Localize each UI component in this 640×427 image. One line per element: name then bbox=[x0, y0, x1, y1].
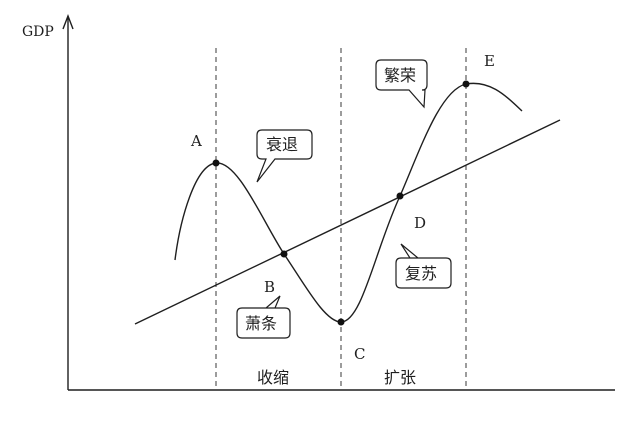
phase-contraction-label: 收缩 bbox=[257, 368, 289, 387]
callout-depression bbox=[236, 295, 291, 339]
phase-expansion-label: 扩张 bbox=[384, 368, 416, 387]
point-a-label: A bbox=[190, 132, 202, 150]
callout-recovery bbox=[395, 243, 452, 289]
point-e-label: E bbox=[484, 52, 495, 70]
point-c-dot bbox=[337, 318, 345, 326]
point-c-label: C bbox=[354, 345, 365, 363]
callout-prosperity-text: 繁荣 bbox=[384, 66, 416, 85]
callout-recession-text: 衰退 bbox=[266, 135, 298, 154]
point-a-dot bbox=[212, 159, 220, 167]
point-d-dot bbox=[396, 192, 404, 200]
y-axis-arrow bbox=[62, 14, 74, 30]
y-axis-label: GDP bbox=[22, 24, 54, 40]
callout-recovery-text: 复苏 bbox=[405, 264, 437, 283]
point-b-label: B bbox=[264, 278, 275, 296]
point-e-dot bbox=[462, 80, 470, 88]
point-d-label: D bbox=[414, 214, 426, 232]
cycle-curve bbox=[174, 82, 523, 323]
callout-recession bbox=[256, 129, 313, 183]
trend-line bbox=[134, 119, 561, 325]
callout-prosperity bbox=[375, 59, 428, 109]
point-b-dot bbox=[280, 250, 288, 258]
callout-depression-text: 萧条 bbox=[245, 314, 277, 333]
